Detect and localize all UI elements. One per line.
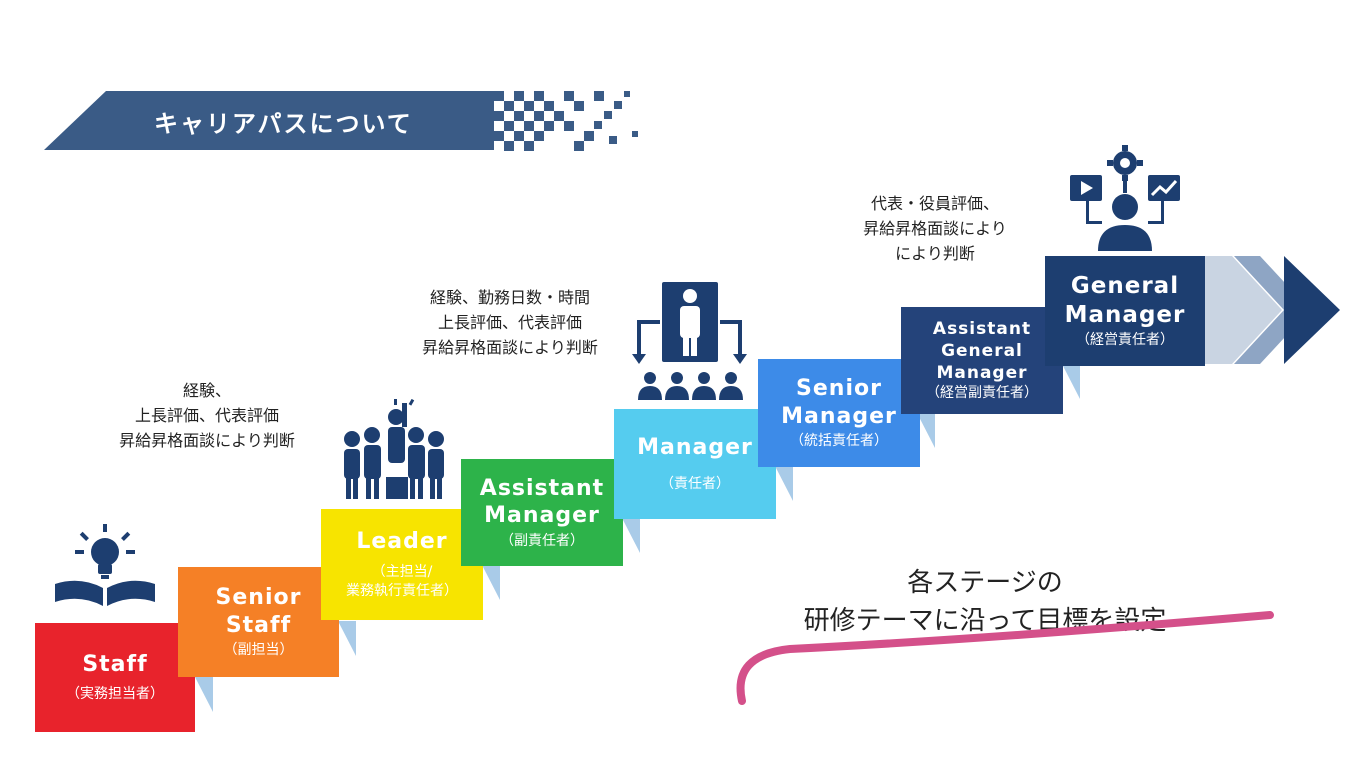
step-manager-subtitle: （責任者）: [660, 476, 730, 493]
presenter-audience-icon: [632, 282, 747, 400]
step-senior-staff: Senior Staff （副担当）: [178, 567, 339, 677]
step-senior-manager: Senior Manager （統括責任者）: [758, 359, 920, 467]
forward-arrows: [1180, 256, 1340, 364]
note-staff-to-leader: 経験、 上長評価、代表評価 昇給昇格面談により判断: [119, 381, 295, 450]
note-leader-to-manager: 経験、勤務日数・時間 上長評価、代表評価 昇給昇格面談により判断: [422, 288, 598, 357]
shadow-2: [338, 621, 356, 656]
arrow-dark: [1284, 256, 1340, 364]
pixel-decoration: [494, 91, 638, 151]
step-agm-subtitle: （経営副責任者）: [926, 385, 1038, 402]
team-leader-icon: [344, 399, 444, 499]
step-senior-staff-subtitle: （副担当）: [223, 642, 294, 659]
step-agm-title: Assistant General Manager: [932, 318, 1032, 384]
step-senior-manager-subtitle: （統括責任者）: [790, 433, 888, 450]
step-gm-subtitle: （経営責任者）: [1076, 332, 1174, 349]
step-leader-title: Leader: [356, 528, 448, 554]
step-manager-title: Manager: [637, 434, 753, 460]
step-staff: Staff （実務担当者）: [35, 623, 195, 732]
page-title: キャリアパスについて: [154, 110, 413, 138]
step-assistant-manager-subtitle: （副責任者）: [500, 532, 584, 549]
arrow-light: [1180, 256, 1282, 364]
step-assistant-manager-title: Assistant Manager: [479, 475, 605, 529]
shadow-7: [1062, 364, 1080, 399]
step-general-manager: General Manager （経営責任者）: [1045, 256, 1205, 366]
pink-swoosh: [736, 611, 1274, 705]
shadow-3: [482, 565, 500, 600]
step-gm-title: General Manager: [1064, 272, 1186, 328]
step-staff-title: Staff: [82, 652, 148, 678]
step-leader-subtitle: （主担当/ 業務執行責任者）: [346, 564, 458, 600]
step-manager: Manager （責任者）: [614, 409, 776, 519]
shadow-6: [917, 413, 935, 448]
note-manager-to-gm: 代表・役員評価、 昇給昇格面談により により判断: [863, 194, 1007, 263]
shadow-5: [775, 466, 793, 501]
step-senior-staff-title: Senior Staff: [215, 585, 302, 638]
header-banner: [44, 91, 494, 150]
shadow-4: [622, 518, 640, 553]
manager-dashboard-icon: [1070, 145, 1180, 251]
step-senior-manager-title: Senior Manager: [781, 376, 897, 429]
lightbulb-book-icon: [55, 524, 155, 606]
shadow-1: [195, 677, 213, 712]
step-assistant-general-manager: Assistant General Manager （経営副責任者）: [901, 307, 1063, 414]
step-staff-subtitle: （実務担当者）: [66, 685, 164, 702]
step-leader: Leader （主担当/ 業務執行責任者）: [321, 509, 483, 620]
step-assistant-manager: Assistant Manager （副責任者）: [461, 459, 623, 566]
